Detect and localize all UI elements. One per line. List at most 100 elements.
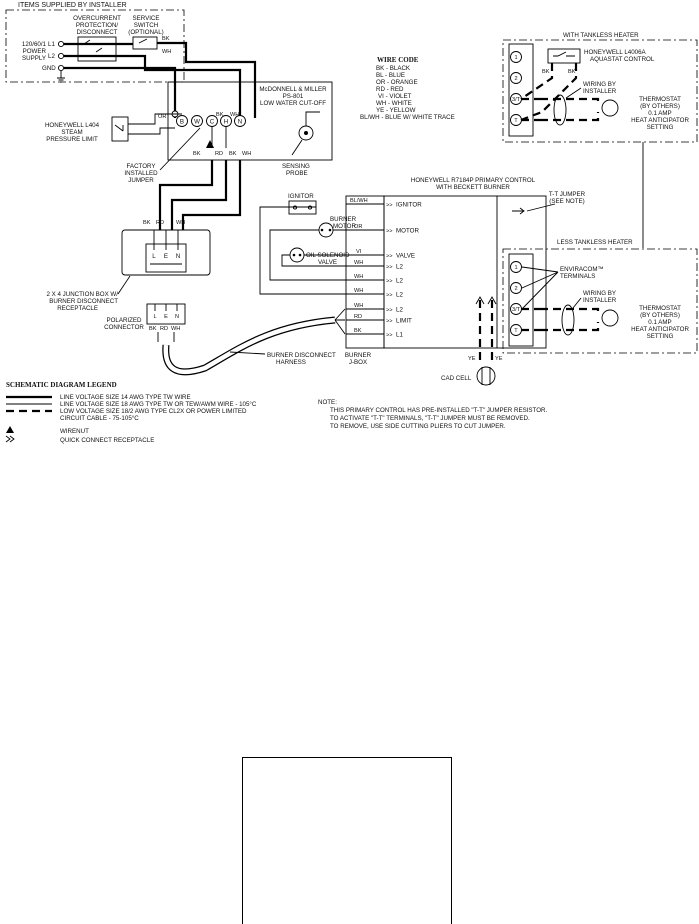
wire-bk-label: BK	[216, 112, 224, 118]
wiring-label: WIRING BY	[583, 290, 616, 297]
less-tankless-terminal-2	[510, 282, 522, 294]
l1-terminal	[57, 40, 65, 48]
wire-rd-label: RD	[215, 151, 223, 157]
quick-connect-symbol: >>	[386, 203, 393, 209]
installer-section: ITEMS SUPPLIED BY INSTALLER OVERCURRENT …	[5, 2, 257, 118]
tankless-low-voltage	[521, 97, 540, 122]
valve-dot	[292, 253, 296, 257]
primary-title: WITH BECKETT BURNER	[436, 184, 510, 191]
less-tankless-low-voltage	[521, 307, 540, 332]
tt-jumper-label: (SEE NOTE)	[549, 198, 584, 205]
service-switch-label: SWITCH	[134, 22, 158, 29]
low-water-cutoff: McDONNELL & MILLER PS-801 LOW WATER CUT-…	[124, 81, 333, 184]
less-tankless-terminal-1	[510, 261, 522, 273]
note-line: TO ACTIVATE "T-T" TERMINALS, "T-T" JUMPE…	[330, 415, 530, 422]
overcurrent-label: OVERCURRENT	[73, 15, 121, 22]
terminal-l2: L2	[396, 278, 403, 285]
junction-box: BK RD WH L E N 2 X 4 JUNCTION BOX W/ BUR…	[46, 220, 211, 312]
wire-wh-label: WH	[354, 303, 363, 309]
harness-label: HARNESS	[276, 359, 306, 366]
thermostat-label: 0.1 AMP	[648, 319, 671, 326]
overcurrent-label: DISCONNECT	[77, 29, 118, 36]
primary-control: HONEYWELL R7184P PRIMARY CONTROL WITH BE…	[383, 177, 586, 386]
wire-bk-label: BK	[162, 36, 170, 42]
valve-dot	[298, 253, 302, 257]
wire-code-entry: BL - BLUE	[376, 72, 405, 79]
wire-wh-label: WH	[354, 260, 363, 266]
cable-bundle	[553, 94, 567, 126]
quick-connect-symbol: >>	[386, 265, 393, 271]
terminal-l2: L2	[396, 307, 403, 314]
ignitor-terminal	[292, 205, 298, 210]
jbox-internal-wires	[346, 203, 384, 335]
power-supply-label: 120/60/1	[22, 41, 47, 48]
receptacle-leads	[150, 230, 182, 265]
aquastat-label: HONEYWELL L4006A	[584, 49, 647, 56]
terminal-label: T	[514, 328, 518, 334]
tankless-title: WITH TANKLESS HEATER	[563, 32, 639, 39]
terminal-l1: L1	[396, 332, 403, 339]
wire-wh-label: WH	[354, 288, 363, 294]
legend-item: QUICK CONNECT RECEPTACLE	[60, 437, 154, 444]
run-to-jbox-rd	[158, 160, 214, 230]
cad-cell-leads	[481, 367, 491, 385]
lwco-terminal-n	[234, 115, 246, 127]
wire-bk-label: BK	[229, 151, 237, 157]
lwco-terminal-c	[206, 115, 218, 127]
less-tankless-section: LESS TANKLESS HEATER 1 2 3/T T ENVIRACOM…	[502, 239, 698, 354]
l1-label: L1	[48, 41, 55, 48]
wire-bk-label: BK	[568, 69, 576, 75]
disconnect-box	[77, 36, 117, 62]
thermostat-wires-bottom	[540, 307, 600, 332]
cad-cell-label: CAD CELL	[441, 375, 472, 382]
lwco-title: PS-801	[283, 93, 304, 100]
thermostat-label: HEAT ANTICIPATOR	[631, 326, 689, 333]
switch-blades	[83, 38, 148, 53]
connector-leads	[157, 332, 175, 342]
l404-label: PRESSURE LIMIT	[46, 136, 98, 143]
tankless-terminal-2	[510, 72, 522, 84]
harness-fan	[334, 308, 346, 335]
thermostat-label: SETTING	[647, 333, 674, 340]
oil-valve-label: OIL SOLENOID	[306, 252, 350, 259]
thermostat-label: (BY OTHERS)	[640, 312, 680, 319]
wire-code-entry: OR - ORANGE	[376, 79, 418, 86]
l404-box	[111, 116, 129, 142]
aquastat-label: AQUASTAT CONTROL	[590, 56, 655, 63]
lwco-terminal-h	[220, 115, 232, 127]
less-tankless-terminal-strip	[508, 253, 534, 347]
pin-e: E	[164, 314, 168, 320]
gnd-wire	[64, 66, 177, 118]
jbox-leader	[117, 275, 131, 295]
l404-label: STEAM	[61, 129, 82, 136]
wire-bk-label: BK	[193, 151, 201, 157]
wire-code-entry: VI - VIOLET	[378, 93, 412, 100]
wire-ye-label: YE	[495, 356, 503, 362]
probe-leader	[291, 139, 303, 156]
junction-box-label: BURNER DISCONNECT	[49, 298, 118, 305]
tt-jumper-label: T-T JUMPER	[549, 191, 586, 198]
l404-pressure-limit: HONEYWELL L404 STEAM PRESSURE LIMIT	[45, 113, 182, 143]
motor-wires	[269, 229, 346, 281]
quick-connect-symbol: >>	[386, 293, 393, 299]
tankless-terminal-1	[510, 51, 522, 63]
l404-label: HONEYWELL L404	[45, 122, 100, 129]
tankless-terminal-strip	[508, 43, 534, 137]
motor-dot	[320, 228, 324, 232]
wire-vi-label: VI	[356, 249, 362, 255]
cad-cell-connectors	[475, 296, 497, 305]
run-to-jbox-wh	[181, 160, 242, 230]
terminal-l2: L2	[396, 264, 403, 271]
gnd-label: GND	[42, 65, 56, 72]
wire-code-entry: WH - WHITE	[376, 100, 412, 107]
terminal-label: 2	[514, 286, 517, 292]
wire-wh-label: WH	[171, 326, 180, 332]
wire-rd-label: RD	[160, 326, 168, 332]
connector-label: POLARIZED	[106, 317, 142, 324]
wire-bk-label: BK	[542, 69, 550, 75]
wirenut-symbol	[206, 140, 214, 148]
l2-terminal	[57, 52, 65, 60]
legend-item: CIRCUIT CABLE - 75-105°C	[60, 415, 139, 422]
wire-code: WIRE CODE BK - BLACK BL - BLUE OR - ORAN…	[360, 56, 455, 121]
